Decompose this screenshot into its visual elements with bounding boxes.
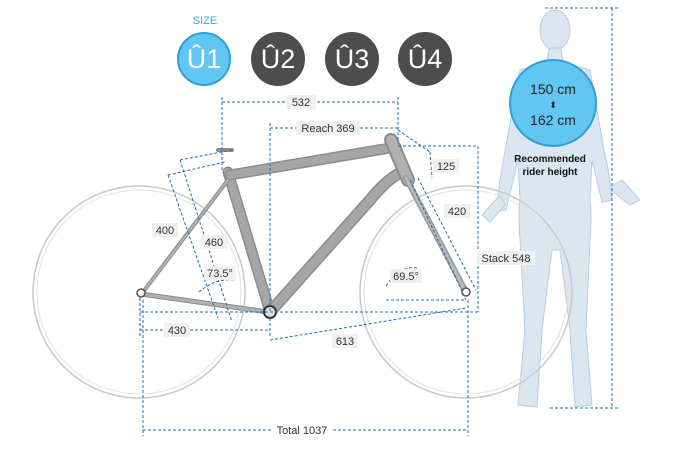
- fork-length-label: 420: [448, 206, 466, 218]
- head-angle-label: 69.5°: [393, 271, 419, 283]
- rider-height-min: 150 cm: [530, 81, 576, 97]
- rear-wheel: [32, 185, 246, 399]
- seat-angle-label: 73.5°: [207, 268, 233, 280]
- caption-line-2: rider height: [522, 167, 578, 178]
- stack-label: Stack 548: [482, 253, 531, 265]
- size-heading: SIZE: [192, 15, 218, 27]
- size-option-3-label: Û3: [334, 43, 370, 74]
- wheels: [32, 185, 573, 399]
- size-option-2-label: Û2: [260, 43, 296, 74]
- bike-frame: [138, 133, 469, 318]
- chainstay-label: 430: [168, 325, 186, 337]
- size-option-1[interactable]: Û1: [177, 32, 231, 86]
- size-option-4-label: Û4: [407, 43, 443, 74]
- rider-height-arrows-icon: ⬍: [549, 101, 557, 111]
- front-wheel: [359, 185, 573, 399]
- wheelbase-label: Total 1037: [277, 425, 328, 437]
- rear-axle: [136, 288, 146, 298]
- head-tube-label: 125: [437, 161, 455, 173]
- size-option-4[interactable]: Û4: [398, 32, 452, 86]
- rider-height-max: 162 cm: [530, 112, 576, 128]
- front-center-label: 613: [336, 336, 354, 348]
- seat-tube-ct-label: 400: [156, 225, 174, 237]
- dimension-labels: 532 Reach 369 125 420 Stack 548 400 460 …: [152, 95, 535, 437]
- seat-tube-cc-label: 460: [205, 237, 223, 249]
- size-option-3[interactable]: Û3: [325, 32, 379, 86]
- caption-line-1: Recommended: [514, 154, 586, 165]
- rider-height-badge: [509, 59, 597, 147]
- size-option-2[interactable]: Û2: [251, 32, 305, 86]
- rider-height-lines: [545, 7, 618, 409]
- front-axle: [461, 287, 471, 297]
- top-tube-label: 532: [292, 97, 310, 109]
- reach-label: Reach 369: [301, 123, 354, 135]
- recommended-rider-height-caption: Recommended rider height: [500, 153, 600, 179]
- size-option-1-label: Û1: [186, 43, 222, 74]
